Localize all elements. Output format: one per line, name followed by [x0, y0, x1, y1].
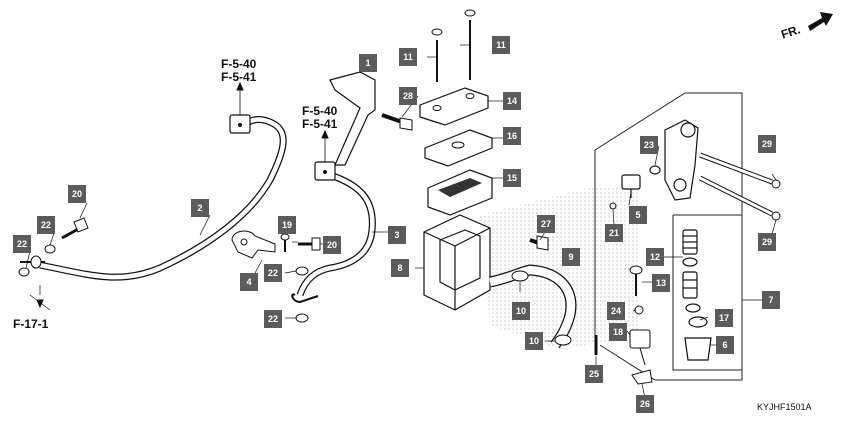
- callout-18: 18: [609, 323, 627, 341]
- bolt-27: [529, 235, 549, 251]
- hose-clamp-4: [231, 230, 276, 259]
- fr-arrow-icon: [808, 12, 833, 31]
- ref-f540-b-line2: F-5-41: [302, 117, 338, 131]
- bolt-29-lower: [698, 175, 781, 221]
- screw-11-right: [464, 9, 476, 80]
- bolt-29-upper: [699, 152, 781, 189]
- joint-18: [629, 329, 651, 366]
- callout-10b: 10: [525, 332, 543, 350]
- ref-f540-b: F-5-40 F-5-41: [302, 105, 337, 131]
- callout-4: 4: [240, 273, 258, 291]
- callout-1: 1: [359, 54, 377, 72]
- bolt-28: [381, 113, 413, 131]
- callout-8: 8: [391, 259, 409, 277]
- callout-24: 24: [607, 302, 625, 320]
- callout-28: 28: [399, 87, 417, 105]
- callout-11b: 11: [492, 36, 510, 54]
- callout-19: 19: [278, 216, 296, 234]
- lever-pivot-assembly: [649, 119, 699, 201]
- banjo-fitting: [291, 293, 319, 304]
- clip-26: [631, 369, 653, 385]
- master-cylinder-8: [423, 214, 491, 311]
- washer-22-left-upper: [44, 244, 56, 254]
- callout-29a: 29: [758, 135, 776, 153]
- callout-26: 26: [636, 395, 654, 413]
- ref-f540-a: F-5-40 F-5-41: [221, 58, 256, 84]
- push-rod-13: [629, 265, 643, 296]
- callout-12: 12: [646, 248, 664, 266]
- figure-code: KYJHF1501A: [757, 402, 812, 412]
- callout-29b: 29: [758, 233, 776, 251]
- callout-22d: 22: [264, 310, 282, 328]
- callout-22a: 22: [37, 216, 55, 234]
- bracket-1: [329, 71, 376, 166]
- callout-16: 16: [503, 127, 521, 145]
- banjo-bolt-20-right: [298, 237, 321, 251]
- ref-f540-b-line1: F-5-40: [302, 104, 338, 118]
- piston-set: [682, 229, 712, 361]
- callout-5: 5: [629, 206, 647, 224]
- brake-hose-3: [296, 171, 376, 297]
- callout-13: 13: [652, 274, 670, 292]
- callout-7: 7: [762, 291, 780, 309]
- callout-23: 23: [640, 136, 658, 154]
- callout-9: 9: [562, 248, 580, 266]
- callout-25: 25: [585, 365, 603, 383]
- callout-27: 27: [537, 215, 555, 233]
- washer-22-left-lower: [18, 267, 30, 277]
- callout-20b: 20: [323, 236, 341, 254]
- reference-arrows: [36, 81, 329, 309]
- callout-11a: 11: [399, 48, 417, 66]
- washer-22-low: [295, 313, 309, 323]
- washer-22-mid: [295, 266, 309, 276]
- callout-22b: 22: [13, 235, 31, 253]
- clip-10-lower: [554, 334, 572, 346]
- banjo-bolt-20-left: [61, 217, 89, 240]
- callout-15: 15: [503, 169, 521, 187]
- callout-20a: 20: [68, 185, 86, 203]
- callout-22c: 22: [264, 264, 282, 282]
- reservoir-cover-14: [419, 87, 489, 126]
- screw-11-left: [431, 28, 443, 82]
- callout-2: 2: [191, 199, 209, 217]
- callout-14: 14: [503, 92, 521, 110]
- clip-10-upper: [511, 270, 529, 282]
- nut-24: [634, 305, 644, 315]
- callout-10a: 10: [512, 302, 530, 320]
- ref-f171: F-17-1: [13, 318, 48, 331]
- ref-f540-a-line2: F-5-41: [221, 70, 257, 84]
- callout-21: 21: [605, 224, 623, 242]
- ref-f540-a-line1: F-5-40: [221, 57, 257, 71]
- callout-6: 6: [716, 336, 734, 354]
- callout-3: 3: [388, 226, 406, 244]
- screw-21: [609, 202, 617, 210]
- callout-17: 17: [715, 309, 733, 327]
- ref-f171-line1: F-17-1: [13, 317, 49, 331]
